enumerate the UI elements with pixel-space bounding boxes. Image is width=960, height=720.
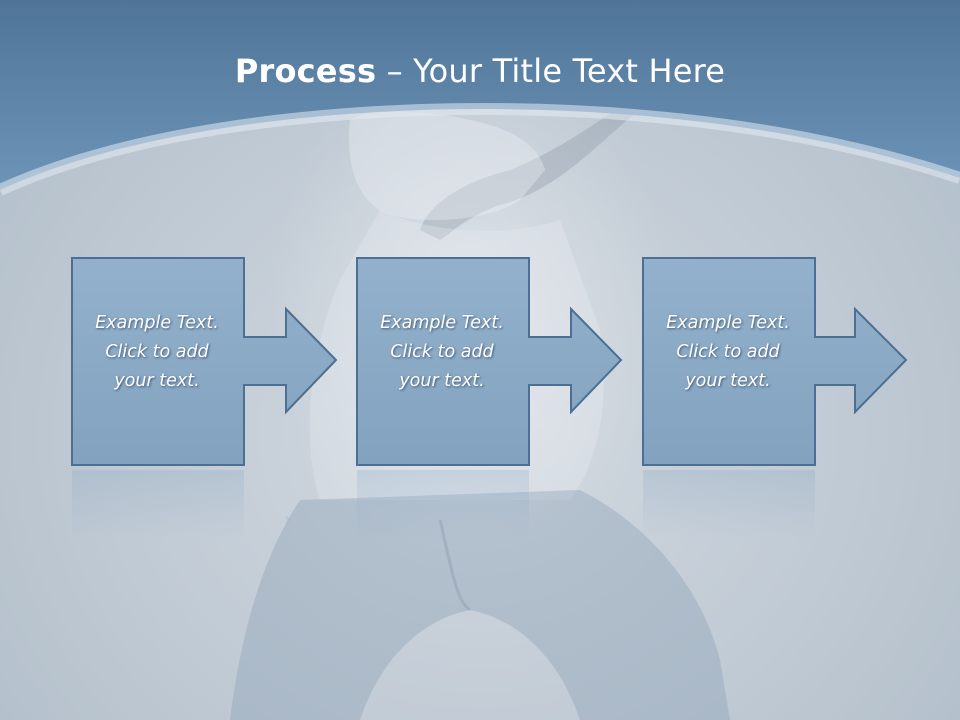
slide-title[interactable]: Process – Your Title Text Here bbox=[0, 52, 960, 90]
arrow-shape bbox=[356, 257, 623, 466]
step-reflection bbox=[643, 470, 815, 540]
step-text-line: Click to add bbox=[105, 342, 209, 362]
step-shape bbox=[642, 257, 908, 466]
step-text-line: Click to add bbox=[676, 342, 780, 362]
step-text-line: Example Text. bbox=[95, 313, 219, 333]
step-shape bbox=[71, 257, 338, 466]
step-text-line: your text. bbox=[114, 371, 200, 391]
step-reflection bbox=[357, 470, 529, 540]
title-banner bbox=[0, 0, 960, 196]
process-step-1[interactable]: Example Text. Click to add your text. bbox=[71, 257, 411, 467]
arrow-shape bbox=[71, 257, 338, 466]
arrow-shape bbox=[642, 257, 908, 466]
step-text[interactable]: Example Text. Click to add your text. bbox=[644, 309, 812, 396]
step-text[interactable]: Example Text. Click to add your text. bbox=[358, 309, 526, 396]
step-text-line: Example Text. bbox=[380, 313, 504, 333]
step-text[interactable]: Example Text. Click to add your text. bbox=[73, 309, 241, 396]
step-text-line: Click to add bbox=[390, 342, 494, 362]
process-step-2[interactable]: Example Text. Click to add your text. bbox=[356, 257, 696, 467]
step-text-line: your text. bbox=[685, 371, 771, 391]
process-step-3[interactable]: Example Text. Click to add your text. bbox=[642, 257, 960, 467]
step-text-line: Example Text. bbox=[666, 313, 790, 333]
step-text-line: your text. bbox=[399, 371, 485, 391]
step-reflection bbox=[72, 470, 291, 540]
title-bold: Process bbox=[234, 52, 377, 90]
step-shape bbox=[356, 257, 623, 466]
title-text: – Your Title Text Here bbox=[376, 52, 726, 90]
